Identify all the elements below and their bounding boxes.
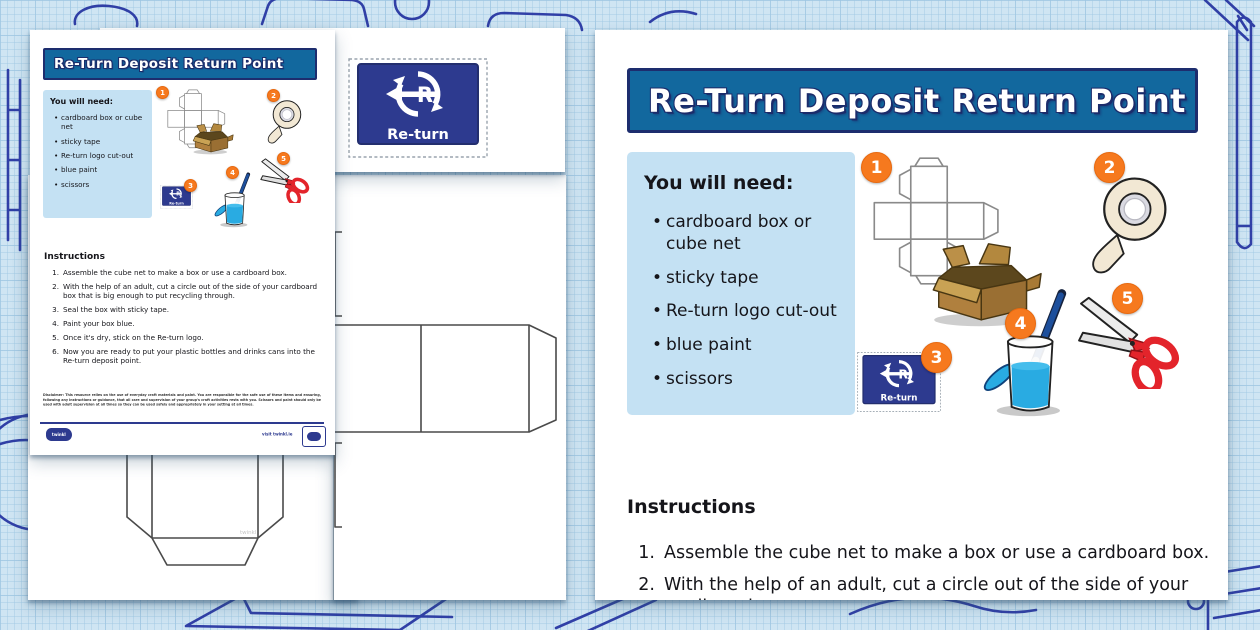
instruction-step: 2. With the help of an adult, cut a circ… [638, 575, 1189, 600]
cube-net-template-outline [334, 231, 557, 528]
doodle-eraser [184, 593, 454, 630]
cardboard-box-illustration [190, 123, 234, 155]
instructions-page-zoomed: Re-Turn Deposit Return Point You will ne… [595, 30, 1228, 600]
instruction-step: 1.Assemble the cube net to make a box or… [52, 268, 287, 277]
step-badge: 1 [861, 152, 892, 183]
visit-text: visit twinkl.ie [262, 432, 293, 437]
instruction-step: 3.Seal the box with sticky tape. [52, 305, 170, 315]
footer-divider [40, 422, 324, 424]
doodle-ruler [6, 68, 22, 252]
twinkl-watermark: twinkl [240, 530, 257, 536]
paint-pot-illustration [213, 172, 253, 228]
step-badge: 2 [267, 89, 280, 102]
doodle-swoosh [848, 596, 1038, 616]
page-title: Re-Turn Deposit Return Point [648, 81, 1186, 120]
doodle-lined-paper [1206, 554, 1260, 630]
sticky-tape-illustration [263, 97, 303, 145]
instruction-step: 2.With the help of an adult, cut a circl… [52, 281, 318, 301]
sticky-tape-illustration [1082, 170, 1170, 277]
materials-list: cardboard box or cube net sticky tape Re… [50, 113, 146, 190]
step-badge: 3 [184, 179, 197, 192]
list-item: cardboard box or cube net [54, 113, 146, 132]
disclaimer: Disclaimer: This resource relies on the … [43, 393, 321, 406]
instruction-step: 4.Paint your box blue. [52, 318, 135, 328]
instructions-heading: Instructions [627, 496, 756, 518]
footer-stamp-logo [302, 426, 326, 447]
template-page-right [333, 175, 566, 600]
step-badge: 5 [1112, 283, 1143, 314]
list-item: scissors [652, 369, 841, 391]
list-item: sticky tape [652, 268, 841, 290]
step-badge: 4 [226, 166, 239, 179]
paint-pot-illustration [980, 288, 1073, 418]
you-will-need-panel: You will need: cardboard box or cube net… [627, 152, 855, 415]
list-item: cardboard box or cube net [652, 212, 841, 256]
you-will-need-heading: You will need: [644, 172, 794, 194]
you-will-need-heading: You will need: [50, 97, 113, 106]
materials-list: cardboard box or cube net sticky tape Re… [644, 212, 841, 391]
page-title: Re-Turn Deposit Return Point [54, 56, 284, 72]
list-item: scissors [54, 180, 146, 190]
title-banner: Re-Turn Deposit Return Point [627, 68, 1198, 133]
instruction-step: 1. Assemble the cube net to make a box o… [638, 543, 1210, 563]
title-banner: Re-Turn Deposit Return Point [43, 48, 317, 80]
doodle-curve [648, 10, 698, 24]
step-badge: 1 [156, 86, 169, 99]
doodle-blob [73, 4, 139, 28]
step-badge: 3 [921, 342, 952, 373]
list-item: blue paint [652, 335, 841, 357]
step-badge: 4 [1005, 308, 1036, 339]
instructions-list: 1.Assemble the cube net to make a box or… [49, 268, 323, 365]
list-item: Re-turn logo cut-out [652, 301, 841, 323]
you-will-need-panel: You will need: cardboard box or cube net… [43, 90, 152, 218]
instructions-heading: Instructions [44, 252, 105, 262]
list-item: blue paint [54, 165, 146, 175]
return-logo-cutout-large [348, 58, 488, 158]
list-item: Re-turn logo cut-out [54, 151, 146, 161]
doodle-car [260, 0, 370, 28]
instruction-step: 5.Once it's dry, stick on the Re-turn lo… [52, 332, 204, 342]
doodle-circle [393, 0, 431, 21]
twinkl-logo: twinkl [46, 428, 72, 441]
step-badge: 5 [277, 152, 290, 165]
instruction-step: 6.Now you are ready to put your plastic … [52, 346, 315, 366]
list-item: sticky tape [54, 137, 146, 147]
doodle-car [486, 11, 584, 32]
cube-net-template-outline [126, 455, 284, 566]
instructions-page-thumbnail: Re-Turn Deposit Return Point You will ne… [30, 30, 335, 455]
doodle-pencil-vertical [1235, 16, 1253, 250]
step-badge: 2 [1094, 152, 1125, 183]
